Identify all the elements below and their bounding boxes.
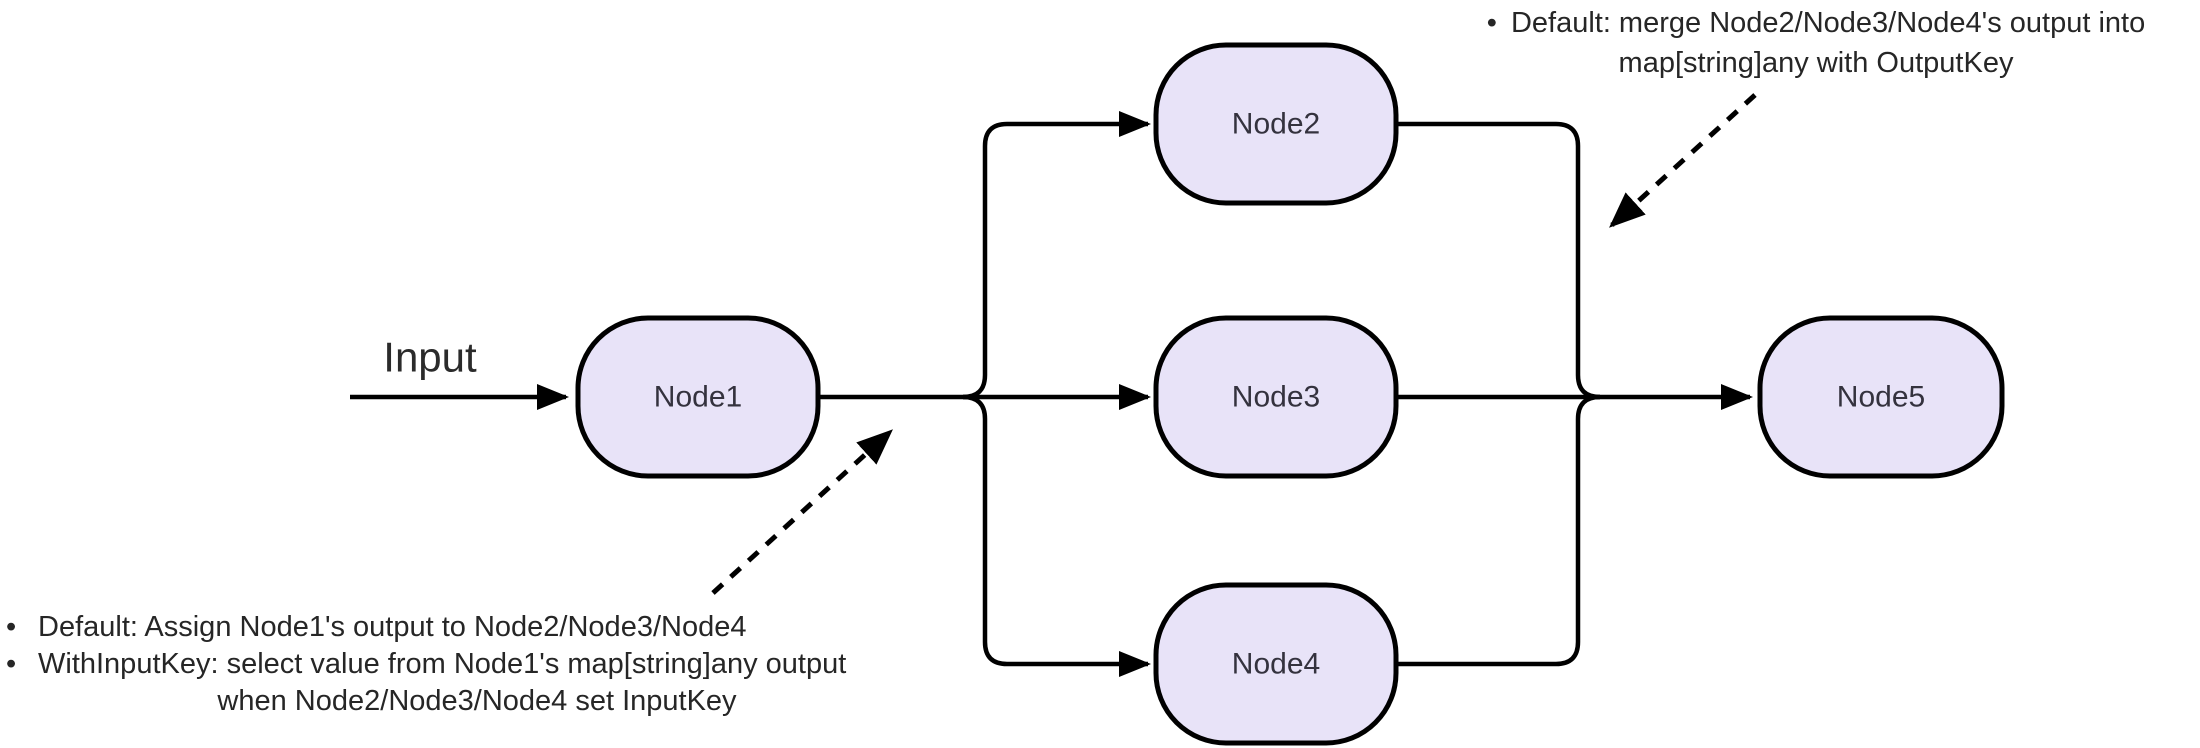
assign-annotation-item-2-line-1: WithInputKey: select value from Node1's … xyxy=(38,648,847,680)
node-node3: Node3 xyxy=(1153,315,1399,479)
node-node2-shape xyxy=(1153,42,1399,206)
node-node3-label: Node3 xyxy=(1232,381,1320,414)
edge-node2-merge xyxy=(1396,121,1601,400)
assign-annotation-item-2: • WithInputKey: select value from Node1'… xyxy=(6,646,916,720)
node-node4: Node4 xyxy=(1153,582,1399,746)
node-node5: Node5 xyxy=(1757,315,2005,479)
merge-annotation-line-2: map[string]any with OutputKey xyxy=(1618,47,2014,79)
node-node5-shape xyxy=(1757,315,2005,479)
edge-fanout-node2 xyxy=(962,111,1151,400)
node-node5-label: Node5 xyxy=(1837,381,1925,414)
node-node1-label: Node1 xyxy=(654,381,742,414)
input-label: Input xyxy=(383,334,477,381)
bullet-icon: • xyxy=(6,648,17,680)
assign-annotation-item-2-line-2: when Node2/Node3/Node4 set InputKey xyxy=(217,685,737,717)
assign-annotation-item-2-text: WithInputKey: select value from Node1's … xyxy=(38,646,916,720)
node-node1: Node1 xyxy=(575,315,821,479)
assign-annotation-item-1: • Default: Assign Node1's output to Node… xyxy=(6,609,916,646)
edge-fanout-node4 xyxy=(962,394,1151,677)
assign-annotation-item-1-text: Default: Assign Node1's output to Node2/… xyxy=(38,609,916,646)
merge-annotation-line-1: • Default: merge Node2/Node3/Node4's outp… xyxy=(1430,3,2200,43)
bullet-icon: • xyxy=(1486,7,1497,39)
merge-annotation: • Default: merge Node2/Node3/Node4's outp… xyxy=(1430,3,2200,83)
assign-annotation: • Default: Assign Node1's output to Node… xyxy=(6,609,916,720)
merge-note-arrow xyxy=(1609,93,1757,228)
node-node1-shape xyxy=(575,315,821,479)
merge-annotation-text-1: Default: merge Node2/Node3/Node4's outpu… xyxy=(1510,7,2146,39)
node-node2: Node2 xyxy=(1153,42,1399,206)
assign-note-arrow xyxy=(711,429,893,595)
edge-node4-merge xyxy=(1396,394,1601,667)
node-node2-label: Node2 xyxy=(1232,108,1320,141)
node-node4-label: Node4 xyxy=(1232,648,1320,681)
node-node4-shape xyxy=(1153,582,1399,746)
node-node3-shape xyxy=(1153,315,1399,479)
bullet-icon: • xyxy=(6,611,17,643)
assign-annotation-item-1-line-1: Default: Assign Node1's output to Node2/… xyxy=(38,611,747,643)
